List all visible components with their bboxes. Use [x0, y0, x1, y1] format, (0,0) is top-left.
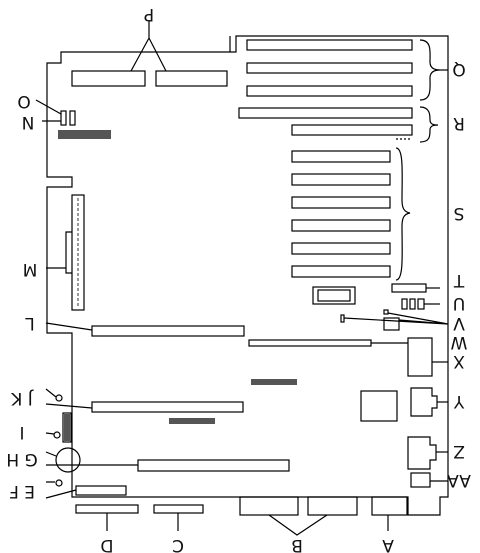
connector-b-right	[307, 496, 358, 516]
component-k	[55, 394, 63, 402]
component-i-dot	[53, 431, 61, 439]
jumper-o	[69, 110, 76, 126]
slot-q-3	[246, 85, 413, 97]
connector-a	[371, 496, 408, 516]
slot-w	[248, 339, 372, 347]
slot-s-5	[291, 242, 391, 255]
connector-t	[391, 283, 427, 293]
connector-c	[153, 504, 204, 514]
label-n: N	[22, 112, 35, 132]
brace-s	[395, 147, 411, 281]
jumper-u-2	[409, 298, 416, 310]
label-t: T	[453, 270, 465, 290]
connector-z	[407, 436, 437, 470]
label-a: A	[382, 535, 394, 553]
leader-o	[35, 99, 62, 115]
component-i-outline	[62, 412, 72, 443]
connector-m	[71, 194, 85, 311]
jumper-u-1	[401, 298, 408, 310]
label-r: R	[453, 113, 465, 133]
slot-q-1	[246, 39, 413, 51]
slot-s-4	[291, 219, 391, 232]
battery	[55, 447, 81, 473]
label-gh: G H	[6, 449, 37, 469]
dark-chip-4	[64, 414, 70, 441]
label-v: V	[453, 313, 465, 333]
leader-b	[268, 514, 328, 536]
leader-v	[343, 312, 449, 325]
slot-g	[137, 459, 290, 472]
label-y: Y	[453, 391, 465, 411]
slot-r-1	[238, 107, 413, 119]
connector-x	[407, 337, 433, 377]
brace-q	[419, 39, 441, 101]
label-jk: J K	[10, 388, 33, 408]
label-s: S	[454, 203, 465, 223]
label-z: Z	[453, 441, 465, 461]
cpu-chip	[360, 390, 398, 422]
slot-s-3	[291, 196, 391, 209]
slot-s-1	[291, 150, 391, 163]
label-x: X	[453, 351, 465, 371]
brace-r	[419, 106, 439, 143]
label-o: O	[17, 91, 30, 111]
slot-q-2	[246, 62, 413, 74]
component-v-1	[340, 314, 345, 323]
label-aa: AA	[447, 470, 471, 490]
dark-chip-2	[251, 379, 297, 385]
slot-s-6	[291, 265, 391, 278]
connector-b-left	[239, 496, 299, 516]
leader-h	[45, 451, 57, 457]
connector-e	[75, 485, 127, 496]
label-b: B	[291, 535, 303, 553]
leader-l	[45, 322, 93, 331]
board-outline	[46, 35, 449, 516]
dark-chip-3	[169, 418, 215, 424]
connector-p-right	[155, 70, 228, 87]
module-block-inner	[317, 289, 351, 302]
leader-ef	[45, 481, 77, 499]
slot-j	[91, 401, 244, 413]
slot-l	[91, 325, 245, 337]
module-block	[312, 286, 356, 305]
label-u: U	[453, 293, 465, 313]
dark-chip-1	[58, 130, 111, 139]
connector-d	[75, 504, 139, 514]
leader-jk	[45, 388, 93, 409]
label-m: M	[23, 259, 38, 279]
jumper-n	[60, 110, 67, 126]
label-d: D	[100, 535, 113, 553]
slot-s-2	[291, 173, 391, 186]
connector-p-left	[71, 70, 146, 87]
leader-i	[45, 432, 55, 435]
leader-p	[130, 20, 167, 72]
connector-y	[410, 387, 438, 417]
label-ef: E F	[9, 481, 35, 501]
label-w: W	[450, 332, 467, 352]
label-p: P	[144, 4, 154, 24]
label-l: L	[25, 313, 35, 333]
component-v-2	[383, 309, 389, 315]
slot-r-2	[291, 124, 413, 136]
label-q: Q	[452, 59, 465, 79]
component-f	[55, 479, 63, 487]
jumper-u-3	[417, 298, 425, 310]
label-c: C	[172, 535, 184, 553]
component-v-3	[383, 317, 400, 331]
connector-m-bump	[65, 231, 72, 274]
label-i: I	[19, 422, 24, 442]
connector-aa	[410, 472, 431, 488]
